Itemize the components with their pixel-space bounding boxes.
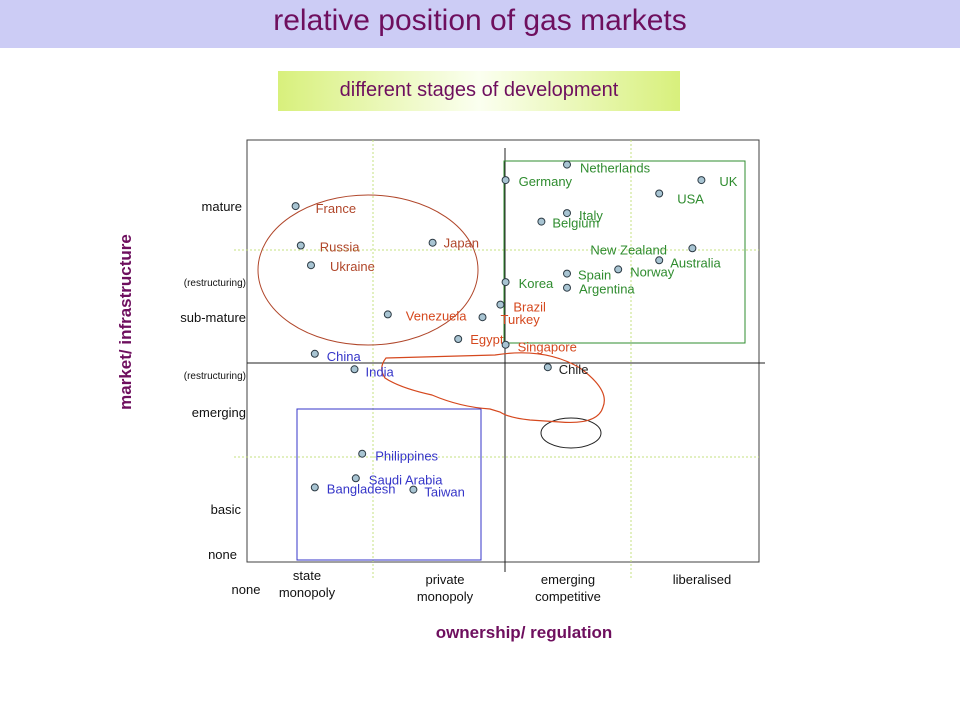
point-label-saudi-arabia: Saudi Arabia — [369, 472, 443, 487]
point-spain — [563, 269, 571, 278]
point-brazil — [496, 300, 505, 309]
point-uk — [697, 176, 706, 185]
point-taiwan — [409, 485, 418, 494]
point-philippines — [358, 449, 367, 458]
point-label-egypt: Egypt — [470, 332, 504, 347]
y-tick-basic: basic — [211, 502, 242, 517]
point-label-italy: Italy — [579, 208, 603, 223]
group-ellipse-a — [257, 194, 479, 346]
point-label-japan: Japan — [444, 236, 479, 251]
point-russia — [296, 241, 305, 250]
point-norway — [614, 265, 623, 274]
point-label-australia: Australia — [670, 255, 721, 270]
y-axis-label: market/ infrastructure — [116, 234, 135, 410]
point-australia — [655, 256, 664, 265]
point-label-germany: Germany — [519, 174, 573, 189]
point-label-turkey: Turkey — [501, 312, 541, 327]
point-label-india: India — [366, 364, 395, 379]
y-tick-none: none — [208, 547, 237, 562]
y-tick-mature: mature — [202, 199, 242, 214]
point-germany — [501, 176, 510, 185]
point-label-russia: Russia — [320, 240, 361, 255]
point-saudi-arabia — [351, 474, 360, 483]
point-singapore — [501, 340, 510, 349]
point-bangladesh — [310, 483, 319, 492]
y-tick-sub-mature: sub-mature — [180, 310, 246, 325]
point-label-france: France — [316, 201, 356, 216]
point-turkey — [478, 313, 487, 322]
point-label-singapore: Singapore — [518, 340, 577, 355]
group-outline-c — [381, 352, 605, 424]
point-label-chile: Chile — [559, 362, 589, 377]
point-venezuela — [383, 310, 392, 319]
group-ellipse-chile — [540, 417, 602, 449]
y-tick-labels: mature (restructuring) sub-mature (restr… — [180, 199, 246, 562]
point-label-uk: UK — [719, 174, 737, 189]
point-label-argentina: Argentina — [579, 282, 635, 297]
title-bar: relative position of gas markets — [0, 0, 960, 48]
point-china — [310, 349, 319, 358]
point-label-norway: Norway — [630, 264, 675, 279]
point-france — [291, 202, 300, 211]
point-new-zealand — [688, 244, 697, 253]
point-label-spain: Spain — [578, 268, 611, 283]
point-label-venezuela: Venezuela — [406, 308, 467, 323]
point-chile — [543, 363, 552, 372]
x-tick-none: none — [232, 582, 261, 597]
point-korea — [501, 278, 510, 287]
point-label-brazil: Brazil — [513, 300, 546, 315]
point-label-philippines: Philippines — [375, 449, 438, 464]
subtitle-box: different stages of development — [278, 71, 680, 111]
point-india — [350, 365, 359, 374]
x-tick-liberalised: liberalised — [673, 572, 732, 587]
point-label-korea: Korea — [519, 276, 554, 291]
point-label-china: China — [327, 349, 362, 364]
point-usa — [655, 189, 664, 198]
y-tick-restructuring-upper: (restructuring) — [184, 278, 246, 289]
point-netherlands — [563, 160, 571, 169]
group-box-b — [503, 160, 746, 344]
plot-frame — [246, 139, 760, 563]
point-italy — [563, 209, 571, 218]
point-label-bangladesh: Bangladesh — [327, 481, 396, 496]
group-box-d — [296, 408, 482, 561]
y-tick-emerging: emerging — [192, 405, 246, 420]
point-label-ukraine: Ukraine — [330, 259, 375, 274]
point-argentina — [563, 283, 571, 292]
point-japan — [428, 238, 437, 247]
y-tick-restructuring-lower: (restructuring) — [184, 371, 246, 382]
point-label-new-zealand: New Zealand — [590, 242, 667, 257]
point-belgium — [537, 217, 546, 226]
point-egypt — [454, 335, 463, 343]
point-label-usa: USA — [677, 192, 704, 207]
quadrant-dividers — [247, 148, 765, 572]
dotted-gridlines — [234, 140, 759, 578]
point-ukraine — [307, 261, 315, 270]
slide-title: relative position of gas markets — [273, 4, 687, 37]
x-axis-label: ownership/ regulation — [436, 623, 613, 642]
point-label-netherlands: Netherlands — [580, 161, 651, 176]
point-label-taiwan: Taiwan — [424, 485, 464, 500]
subtitle: different stages of development — [339, 79, 619, 101]
point-label-belgium: Belgium — [552, 216, 599, 231]
